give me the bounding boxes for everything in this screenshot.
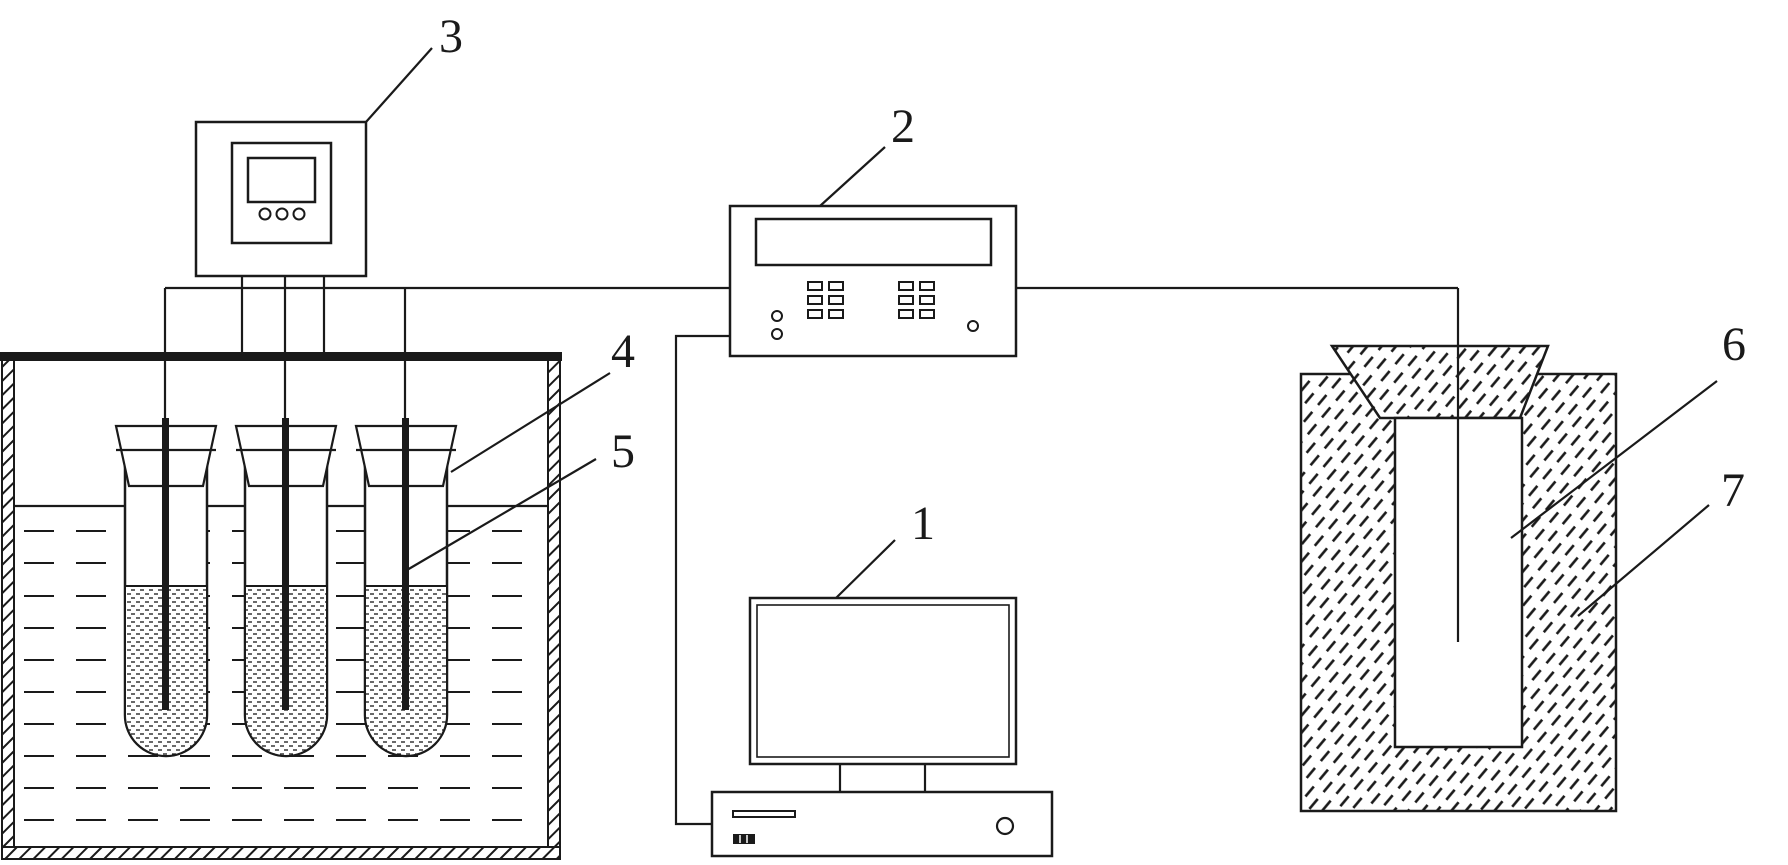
label-electrode: 5: [611, 425, 635, 478]
meter-device: [194, 120, 368, 278]
monitor-screen: [756, 604, 1010, 758]
meter-knob: [292, 207, 306, 221]
front-ports: [733, 834, 755, 844]
label-computer: 1: [911, 497, 935, 550]
label-controller: 2: [891, 100, 915, 153]
test-tube-1: [114, 418, 218, 758]
pc-case: [710, 790, 1054, 858]
label-meter: 3: [439, 10, 463, 63]
bath-lid: [0, 352, 562, 361]
leader-lines: [365, 47, 1718, 617]
label-insulation: 7: [1721, 464, 1745, 517]
test-tube-2: [234, 418, 338, 758]
port-icon: [771, 310, 783, 322]
electrode: [282, 418, 289, 710]
bath-floor: [1, 846, 561, 860]
port-icon: [771, 328, 783, 340]
controller-device: [728, 204, 1018, 358]
electrode: [162, 418, 169, 710]
label-cavity: 6: [1722, 318, 1746, 371]
port-icon: [967, 320, 979, 332]
label-tube: 4: [611, 325, 635, 378]
bath-wall-left: [1, 356, 15, 860]
meter-knob: [258, 207, 272, 221]
bath-wall-right: [547, 356, 561, 860]
insulated-container: [1299, 344, 1618, 813]
electrode: [402, 418, 409, 710]
test-tube-3: [354, 418, 458, 758]
disk-slot: [732, 810, 796, 818]
power-button-icon: [995, 816, 1015, 836]
keypad-right: [898, 281, 935, 319]
keypad-left: [807, 281, 844, 319]
meter-knob: [275, 207, 289, 221]
computer: [710, 596, 1054, 858]
water-bath: [0, 352, 562, 860]
water-dashes: [24, 530, 540, 821]
